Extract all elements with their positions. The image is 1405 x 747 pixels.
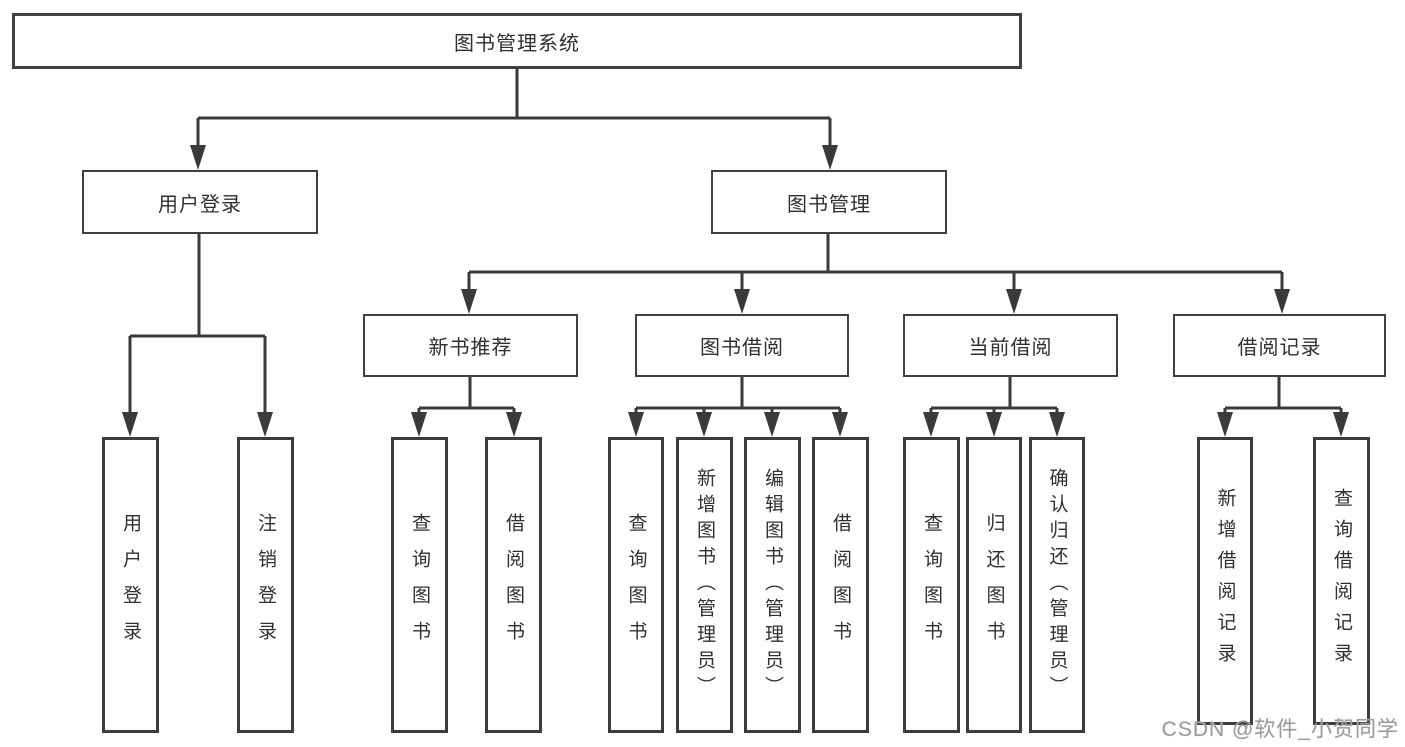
arrow-icon — [411, 412, 427, 437]
arrow-icon — [696, 412, 712, 437]
leaf-query-books-recommend: 查询图书 — [391, 437, 448, 733]
arrow-icon — [190, 145, 206, 170]
node-new-book-recommend: 新书推荐 — [363, 314, 578, 377]
leaf-add-borrow-record: 新增借阅记录 — [1197, 437, 1253, 725]
leaf-add-books-admin: 新增图书（管理员） — [676, 437, 733, 733]
edge-records-to-leaves — [1223, 377, 1343, 422]
arrow-icon — [1333, 412, 1349, 437]
arrow-icon — [764, 412, 780, 437]
leaf-confirm-return-admin: 确认归还（管理员） — [1029, 437, 1085, 733]
arrow-icon — [923, 412, 939, 437]
arrow-icon — [1006, 289, 1022, 314]
arrow-icon — [257, 412, 273, 437]
node-current-borrowing: 当前借阅 — [903, 314, 1118, 377]
edge-bookmgmt-to-level3 — [467, 233, 1284, 297]
leaf-borrow-books: 借阅图书 — [812, 437, 869, 733]
leaf-user-login: 用户登录 — [102, 437, 159, 733]
edge-userlogin-to-leaves — [128, 233, 267, 420]
leaf-edit-books-admin: 编辑图书（管理员） — [744, 437, 801, 733]
node-root-system: 图书管理系统 — [12, 13, 1022, 69]
node-borrow-records: 借阅记录 — [1173, 314, 1386, 377]
edge-newbook-to-leaves — [417, 377, 516, 422]
arrow-icon — [461, 289, 477, 314]
arrow-icon — [734, 289, 750, 314]
arrow-icon — [1217, 412, 1233, 437]
arrow-icon — [986, 412, 1002, 437]
leaf-query-books-current: 查询图书 — [903, 437, 960, 733]
leaf-query-books-borrowing: 查询图书 — [608, 437, 664, 733]
arrow-icon — [506, 412, 522, 437]
node-user-login: 用户登录 — [82, 170, 318, 234]
leaf-logout: 注销登录 — [237, 437, 294, 733]
edge-borrow-to-leaves — [634, 377, 842, 422]
csdn-watermark: CSDN @软件_小贺同学 — [1161, 718, 1399, 741]
node-book-borrowing: 图书借阅 — [635, 314, 849, 377]
arrow-icon — [832, 412, 848, 437]
leaf-return-books: 归还图书 — [966, 437, 1022, 733]
arrow-icon — [822, 145, 838, 170]
edge-current-to-leaves — [929, 377, 1059, 422]
arrow-icon — [628, 412, 644, 437]
edge-root-to-level2 — [196, 67, 832, 150]
arrow-icon — [1049, 412, 1065, 437]
arrow-icon — [122, 412, 138, 437]
arrow-icon — [1274, 289, 1290, 314]
leaf-borrow-books-recommend: 借阅图书 — [485, 437, 542, 733]
leaf-query-borrow-record: 查询借阅记录 — [1313, 437, 1370, 725]
node-book-management: 图书管理 — [711, 170, 947, 234]
